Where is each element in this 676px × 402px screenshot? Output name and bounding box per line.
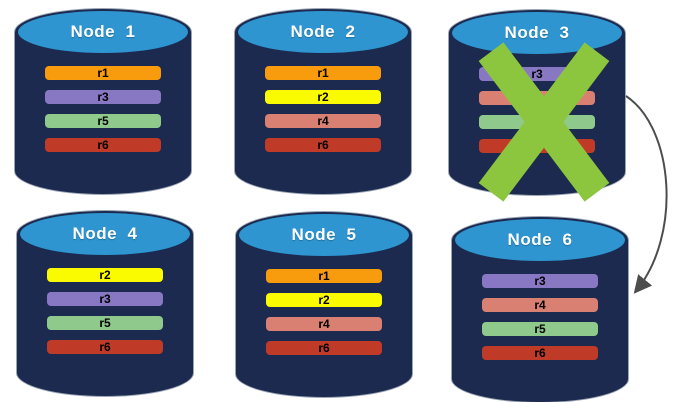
replica-bar-label: r1 xyxy=(318,269,330,283)
node-4: Node 4 r2 r3 r5 r6 xyxy=(16,210,194,397)
replica-bar-label: r4 xyxy=(317,114,329,128)
replica-bar-label: r1 xyxy=(317,66,329,80)
replica-bar-label: r4 xyxy=(318,317,330,331)
replica-bar-label: r6 xyxy=(534,346,546,360)
node-3: Node 3 r3 xyxy=(448,9,626,202)
node-1: Node 1 r1 r3 r5 r6 xyxy=(14,8,192,195)
replica-bar: r6 xyxy=(265,138,381,152)
cylinder-top: Node 6 xyxy=(455,219,625,261)
replica-list: r1 r3 r5 r6 xyxy=(45,66,161,152)
failover-arrow-path xyxy=(625,95,668,294)
replica-bar-label: r6 xyxy=(99,340,111,354)
replica-bar-label: r5 xyxy=(97,114,109,128)
replica-bar-label: r4 xyxy=(534,298,546,312)
replica-bar: r3 xyxy=(47,292,163,306)
node-title: Node 4 xyxy=(72,224,138,243)
node-title: Node 6 xyxy=(507,230,573,249)
node-title: Node 2 xyxy=(290,22,356,41)
replica-bar-label: r6 xyxy=(317,138,329,152)
cylinder-top: Node 3 xyxy=(452,12,622,54)
replica-bar: r2 xyxy=(47,268,163,282)
cylinder-top: Node 2 xyxy=(238,11,408,53)
replica-list: r1 r2 r4 r6 xyxy=(265,66,381,152)
replica-bar-label: r3 xyxy=(97,90,109,104)
node-title: Node 3 xyxy=(504,23,570,42)
replica-bar: r1 xyxy=(265,66,381,80)
replica-list: r2 r3 r5 r6 xyxy=(47,268,163,354)
replica-bar: r5 xyxy=(482,322,598,336)
failure-x-icon xyxy=(478,42,610,202)
replica-bar-label: r3 xyxy=(534,274,546,288)
replica-bar-label: r1 xyxy=(97,66,109,80)
replica-bar: r4 xyxy=(482,298,598,312)
replica-bar: r4 xyxy=(266,317,382,331)
replica-list: r1 r2 r4 r6 xyxy=(266,269,382,355)
node-6: Node 6 r3 r4 r5 r6 xyxy=(451,216,629,402)
cylinder-top: Node 1 xyxy=(18,11,188,53)
replica-bar-label: r3 xyxy=(531,67,543,81)
replica-bar: r5 xyxy=(47,316,163,330)
replica-bar-label: r6 xyxy=(97,138,109,152)
cylinder-top: Node 4 xyxy=(20,213,190,255)
replica-bar: r6 xyxy=(47,340,163,354)
replica-list: r3 r4 r5 r6 xyxy=(482,274,598,360)
node-5: Node 5 r1 r2 r4 r6 xyxy=(235,211,413,398)
node-2: Node 2 r1 r2 r4 r6 xyxy=(234,8,412,195)
replica-bar: r1 xyxy=(266,269,382,283)
replica-bar-label: r5 xyxy=(534,322,546,336)
replica-bar: r6 xyxy=(482,346,598,360)
replica-bar-label: r2 xyxy=(318,293,330,307)
cylinder-top: Node 5 xyxy=(239,214,409,256)
replica-bar: r2 xyxy=(265,90,381,104)
node-title: Node 1 xyxy=(70,22,136,41)
replica-bar: r5 xyxy=(45,114,161,128)
replica-bar-label: r6 xyxy=(318,341,330,355)
replica-bar: r6 xyxy=(45,138,161,152)
replica-bar: r2 xyxy=(266,293,382,307)
replica-bar: r3 xyxy=(482,274,598,288)
replica-bar-label: r2 xyxy=(317,90,329,104)
replica-bar-label: r5 xyxy=(99,316,111,330)
replica-bar: r4 xyxy=(265,114,381,128)
replica-bar: r3 xyxy=(45,90,161,104)
replica-bar: r6 xyxy=(266,341,382,355)
replica-bar: r1 xyxy=(45,66,161,80)
replica-bar-label: r3 xyxy=(99,292,111,306)
node-title: Node 5 xyxy=(291,225,357,244)
replica-bar-label: r2 xyxy=(99,268,111,282)
